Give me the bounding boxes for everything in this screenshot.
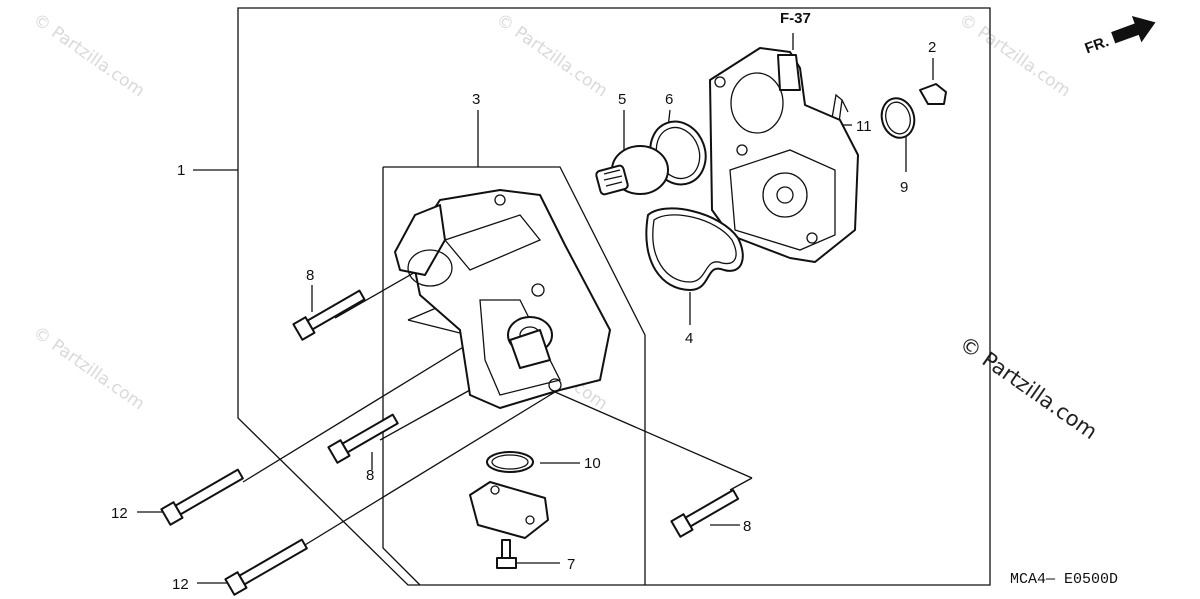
front-arrow-icon: FR. xyxy=(1083,16,1156,57)
bolt-part xyxy=(670,489,740,538)
callout-label: 7 xyxy=(567,556,575,573)
bolt-part xyxy=(327,413,399,464)
callout-label: 4 xyxy=(685,330,693,347)
assembly-frame xyxy=(237,7,991,586)
callout-label: 8 xyxy=(366,467,374,484)
watermark: © Partzilla.com xyxy=(29,323,148,415)
clip-part xyxy=(919,83,947,105)
diagram-code: MCA4— E0500D xyxy=(1010,571,1118,588)
callout-label: 1 xyxy=(177,162,185,179)
callout-label: 12 xyxy=(111,505,128,522)
callout-label: 9 xyxy=(900,179,908,196)
cover-frame xyxy=(382,166,646,586)
small-bolt-part xyxy=(496,539,517,569)
watermark: © Partzilla.com xyxy=(955,10,1074,102)
long-bolt-part xyxy=(160,468,244,526)
callout-label: 6 xyxy=(665,91,673,108)
watermark: © Partzilla.com xyxy=(492,10,611,102)
cover-plate-part xyxy=(469,481,549,539)
callout-label: 5 xyxy=(618,91,626,108)
long-bolt-part xyxy=(224,538,308,596)
thermostat-part xyxy=(595,145,669,196)
front-label: FR. xyxy=(1083,33,1112,57)
callout-label: 12 xyxy=(172,576,189,593)
thermostat-cover-part xyxy=(394,189,611,409)
callout-label: 10 xyxy=(584,455,601,472)
reference-label: F-37 xyxy=(780,10,811,27)
callout-label: 2 xyxy=(928,39,936,56)
o-ring-part xyxy=(880,97,916,139)
callout-labels: 1 2 3 4 5 6 7 8 8 8 9 10 11 12 12 xyxy=(111,39,936,593)
callout-label: 3 xyxy=(472,91,480,108)
spring-clip-part xyxy=(829,93,849,131)
bolt-part xyxy=(292,289,366,341)
watermark-main: © Partzilla.com xyxy=(955,331,1102,444)
callout-label: 11 xyxy=(856,118,872,135)
callout-label: 8 xyxy=(743,518,751,535)
callout-label: 8 xyxy=(306,267,314,284)
watermark: © Partzilla.com xyxy=(29,10,148,102)
housing-gasket-part xyxy=(645,207,744,291)
